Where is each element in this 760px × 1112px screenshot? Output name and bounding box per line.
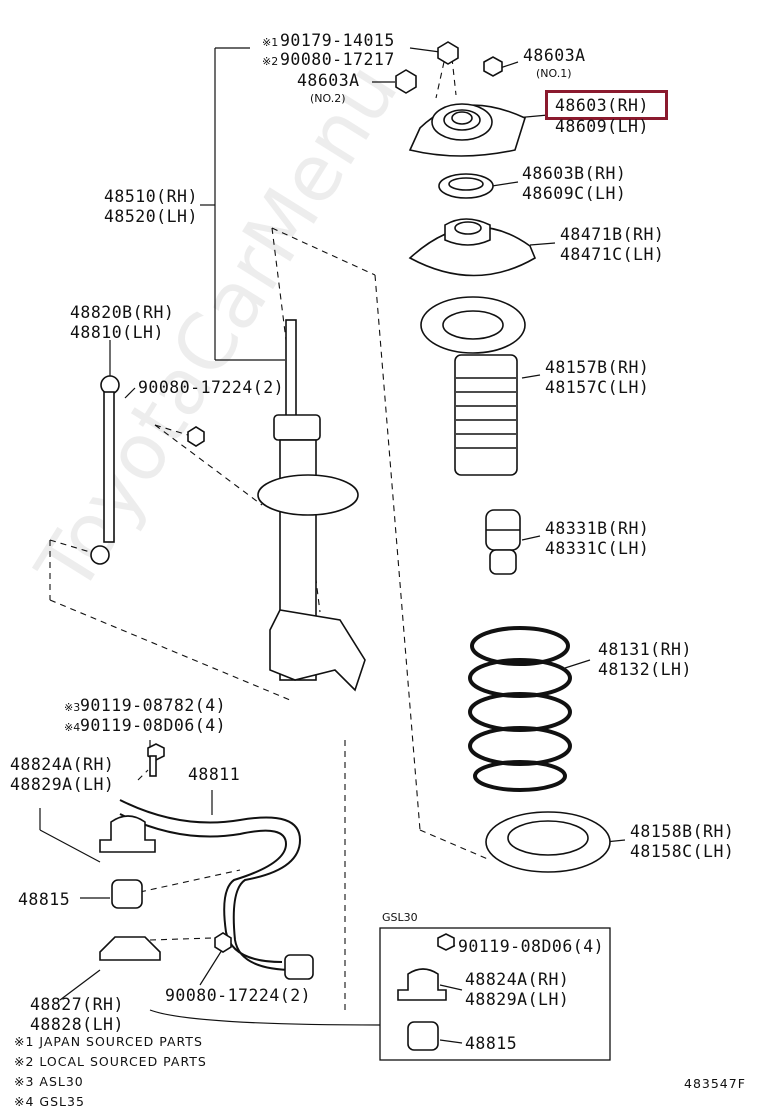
label-bolt-local: 90080-17217 <box>280 50 395 69</box>
label-stab-bolt-asl: 90119-08782(4) <box>80 696 227 715</box>
label-insulator-lh: 48158C(LH) <box>630 842 735 861</box>
label-bracket-lh: 48829A(LH) <box>10 775 115 794</box>
label-bumper-lh: 48331C(LH) <box>545 539 650 558</box>
mark-2: ※2 <box>262 55 279 68</box>
highlight-box <box>545 90 668 120</box>
label-gsl-bracket-rh: 48824A(RH) <box>465 970 570 989</box>
mark-1: ※1 <box>262 36 279 49</box>
figure-id: 483547F <box>684 1076 746 1091</box>
nut-shapes <box>395 41 503 94</box>
label-spring-rh: 48131(RH) <box>598 640 692 659</box>
bearing-shape <box>438 173 494 199</box>
label-bearing-rh: 48603B(RH) <box>522 164 627 183</box>
label-stab-bolt-gsl: 90119-08D06(4) <box>80 716 227 735</box>
label-boot-rh: 48157B(RH) <box>545 358 650 377</box>
strut-support-shape <box>408 103 526 157</box>
label-gsl-bracket-lh: 48829A(LH) <box>465 990 570 1009</box>
label-bracket-rh: 48824A(RH) <box>10 755 115 774</box>
label-upper-seat-rh: 48471B(RH) <box>560 225 665 244</box>
label-boot-lh: 48157C(LH) <box>545 378 650 397</box>
coil-spring-shape <box>468 626 572 792</box>
label-gsl-bushing: 48815 <box>465 1034 518 1053</box>
label-link-lh: 48810(LH) <box>70 323 164 342</box>
boot-shape <box>420 296 526 476</box>
note-local: ※2 LOCAL SOURCED PARTS <box>14 1054 207 1069</box>
gsl30-title: GSL30 <box>382 911 418 924</box>
label-nut-no2: 48603A <box>297 71 360 90</box>
label-nut-no2-sub: (NO.2) <box>310 92 346 105</box>
label-support-lh: 48609(LH) <box>555 117 649 136</box>
note-asl30: ※3 ASL30 <box>14 1074 84 1089</box>
label-clamp-rh: 48827(RH) <box>30 995 124 1014</box>
label-nut-no1-sub: (NO.1) <box>536 67 572 80</box>
label-bearing-lh: 48609C(LH) <box>522 184 627 203</box>
lower-insulator-shape <box>485 811 611 873</box>
strut-shape <box>257 319 366 692</box>
label-gsl-bolt: 90119-08D06(4) <box>458 937 605 956</box>
bumper-shape <box>485 509 521 575</box>
label-bolt-jp: 90179-14015 <box>280 31 395 50</box>
label-bushing: 48815 <box>18 890 71 909</box>
label-clamp-lh: 48828(LH) <box>30 1015 124 1034</box>
label-upper-seat-lh: 48471C(LH) <box>560 245 665 264</box>
note-japan: ※1 JAPAN SOURCED PARTS <box>14 1034 203 1049</box>
label-support-rh[interactable]: 48603(RH) <box>555 96 649 115</box>
label-stab-nut: 90080-17224(2) <box>165 986 312 1005</box>
label-bumper-rh: 48331B(RH) <box>545 519 650 538</box>
label-spring-lh: 48132(LH) <box>598 660 692 679</box>
label-strut-rh: 48510(RH) <box>104 187 198 206</box>
stabilizer-link-shape <box>90 375 205 565</box>
gsl30-box <box>379 927 611 1061</box>
label-insulator-rh: 48158B(RH) <box>630 822 735 841</box>
label-link-rh: 48820B(RH) <box>70 303 175 322</box>
note-gsl35: ※4 GSL35 <box>14 1094 85 1109</box>
mark-4: ※4 <box>64 721 81 734</box>
mark-3: ※3 <box>64 701 81 714</box>
label-link-nut: 90080-17224(2) <box>138 378 285 397</box>
bracket-shapes <box>99 743 314 980</box>
label-strut-lh: 48520(LH) <box>104 207 198 226</box>
label-nut-no1: 48603A <box>523 46 586 65</box>
upper-seat-shape <box>408 218 537 277</box>
gsl30-part-shapes <box>397 933 455 1051</box>
label-stab-bar: 48811 <box>188 765 241 784</box>
